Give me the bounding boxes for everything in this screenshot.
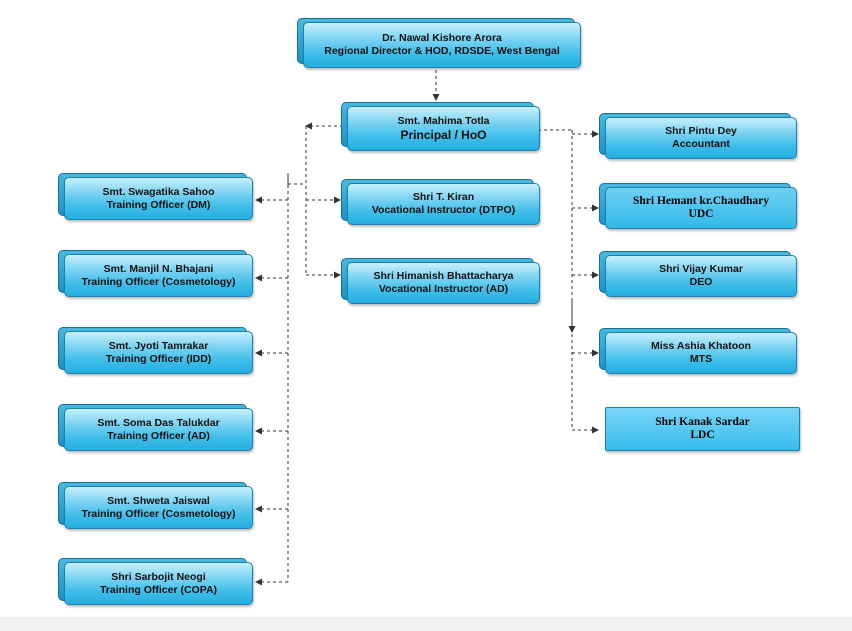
- node-title: Training Officer (Cosmetology): [81, 275, 236, 288]
- node-title: DEO: [689, 276, 713, 288]
- node-regional-director: Dr. Nawal Kishore Arora Regional Directo…: [297, 18, 581, 68]
- node-title: Training Officer (COPA): [99, 583, 218, 596]
- node-title: Training Officer (Cosmetology): [81, 507, 236, 520]
- node-name: Shri Vijay Kumar: [659, 263, 743, 275]
- node-title: Accountant: [672, 138, 730, 150]
- node-name: Smt. Manjil N. Bhajani: [103, 262, 214, 275]
- node-name: Smt. Mahima Totla: [397, 114, 490, 127]
- node-title: Training Officer (DM): [106, 198, 211, 211]
- node-title: Vocational Instructor (AD): [378, 283, 509, 295]
- node-title: Regional Director & HOD, RDSDE, West Ben…: [324, 45, 560, 57]
- node-right-3: Shri Vijay Kumar DEO: [599, 251, 797, 297]
- node-name: Shri Himanish Bhattacharya: [373, 270, 514, 282]
- node-name: Smt. Swagatika Sahoo: [102, 185, 215, 198]
- node-title: Training Officer (AD): [107, 429, 210, 442]
- node-name: Smt. Shweta Jaiswal: [107, 494, 210, 507]
- node-title: Training Officer (IDD): [105, 352, 212, 365]
- node-left-5: Smt. Shweta Jaiswal Training Officer (Co…: [58, 482, 253, 529]
- node-right-4: Miss Ashia Khatoon MTS: [599, 328, 797, 374]
- node-left-6: Shri Sarbojit Neogi Training Officer (CO…: [58, 558, 253, 605]
- node-name: Shri Kanak Sardar: [655, 416, 750, 428]
- node-name: Miss Ashia Khatoon: [651, 340, 751, 352]
- node-name: Smt. Soma Das Talukdar: [97, 416, 220, 429]
- node-principal: Smt. Mahima Totla Principal / HoO: [341, 102, 540, 151]
- node-name: Shri Hemant kr.Chaudhary: [632, 195, 769, 207]
- node-name: Shri Sarbojit Neogi: [111, 570, 206, 583]
- node-title: Principal / HoO: [400, 127, 487, 142]
- node-right-2: Shri Hemant kr.Chaudhary UDC: [599, 183, 797, 229]
- node-right-1: Shri Pintu Dey Accountant: [599, 113, 797, 159]
- node-title: Vocational Instructor (DTPO): [371, 204, 516, 216]
- node-title: MTS: [689, 353, 713, 365]
- node-left-2: Smt. Manjil N. Bhajani Training Officer …: [58, 250, 253, 297]
- node-name: Shri T. Kiran: [412, 191, 475, 203]
- node-right-5: Shri Kanak Sardar LDC: [605, 407, 800, 451]
- node-center-1: Shri T. Kiran Vocational Instructor (DTP…: [341, 179, 540, 225]
- node-name: Smt. Jyoti Tamrakar: [108, 339, 209, 352]
- node-center-2: Shri Himanish Bhattacharya Vocational In…: [341, 258, 540, 304]
- footer-band: [0, 617, 852, 631]
- node-left-4: Smt. Soma Das Talukdar Training Officer …: [58, 404, 253, 451]
- node-title: UDC: [688, 208, 714, 220]
- node-title: LDC: [690, 429, 715, 441]
- node-name: Dr. Nawal Kishore Arora: [382, 32, 502, 44]
- node-left-3: Smt. Jyoti Tamrakar Training Officer (ID…: [58, 327, 253, 374]
- node-left-1: Smt. Swagatika Sahoo Training Officer (D…: [58, 173, 253, 220]
- node-name: Shri Pintu Dey: [665, 125, 737, 137]
